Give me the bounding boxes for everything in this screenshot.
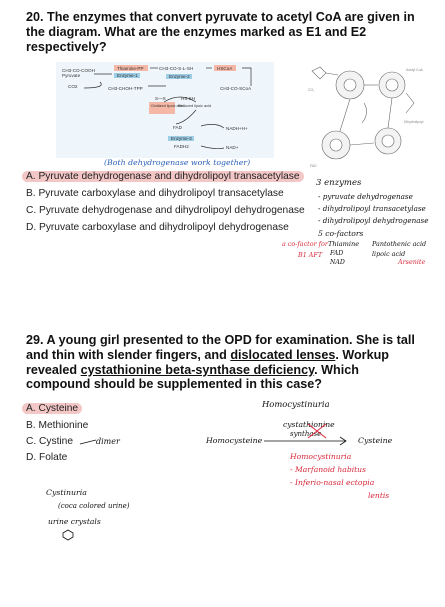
diagram-reduced-lipoic: Reduced lipoic acid [178, 104, 211, 108]
diagram-acetyl-lipoic: CH3-CO-S-L-SH [159, 66, 193, 71]
diagram-pyruvate-name: Pyruvate [62, 73, 81, 78]
note-b1-aft: B1 AFT [298, 251, 323, 259]
note-enzyme-3: - dihydrolipoyl dehydrogenase [318, 216, 429, 225]
q20-option-b[interactable]: B. Pyruvate carboxylase and dihydrolipoy… [26, 188, 284, 199]
note-thiamine: Thiamine [328, 240, 360, 248]
diagram-enzyme2: Enzyme-2 [169, 74, 190, 79]
q29-option-d[interactable]: D. Folate [26, 452, 68, 463]
diagram-nad: NAD+ [226, 145, 239, 150]
dimer-arrow [79, 439, 97, 445]
q20-option-a-text: A. Pyruvate dehydrogenase and dihydrolip… [22, 171, 304, 182]
hexagon-crystal-icon [62, 529, 74, 541]
diagram-tpp: Thiamine-PP [117, 66, 144, 71]
diagram-s-s: S—S [155, 96, 166, 101]
pdh-pathway-diagram: CH3-CO-COOH Pyruvate Thiamine-PP Enzyme-… [56, 62, 274, 158]
diagram-fad: FAD [173, 125, 183, 130]
q20-option-a[interactable]: A. Pyruvate dehydrogenase and dihydrolip… [22, 171, 304, 182]
note-fad: FAD [330, 250, 344, 257]
q29-option-b[interactable]: B. Methionine [26, 420, 89, 431]
diagram-hydroxy-tpp: CH3-CHOH-TPP [108, 86, 143, 91]
diagram-oxidized-lipoic: Oxidized lipoic acid [151, 104, 184, 108]
note-homocystinuria-red: Homocystinuria [290, 452, 352, 461]
question-29-title: 29. A young girl presented to the OPD fo… [26, 333, 415, 392]
note-cystinuria: Cystinuria [46, 488, 87, 497]
note-three-enzymes: 3 enzymes [316, 178, 362, 188]
pdh-complex-structure-figure: CO₂ Acetyl CoA Dihydrolipoyl FAD [308, 66, 424, 168]
svg-text:Dihydrolipoyl: Dihydrolipoyl [404, 120, 424, 124]
note-both-dehydrogenase: (Both dehydrogenase work together) [104, 158, 251, 167]
note-ectopia-2: lentis [368, 491, 390, 500]
q29-option-c[interactable]: C. Cystine [26, 436, 73, 447]
diagram-pyruvate-formula: CH3-CO-COOH [62, 68, 95, 73]
note-cysteine: Cysteine [358, 436, 393, 445]
svg-text:Acetyl CoA: Acetyl CoA [406, 68, 424, 72]
note-five-cofactors: 5 co-factors [318, 229, 364, 238]
conversion-arrow [264, 436, 347, 446]
svg-text:CO₂: CO₂ [308, 88, 315, 92]
diagram-nadh: NADH+H+ [226, 126, 248, 131]
svg-text:FAD: FAD [310, 164, 317, 168]
note-enzyme-2: - dihydrolipoyl transacetylase [318, 204, 426, 213]
q29-option-a-text: A. Cysteine [22, 403, 83, 414]
diagram-fadh2: FADH2 [174, 144, 189, 149]
diagram-enzyme1: Enzyme-1 [117, 73, 138, 78]
note-homocystinuria-heading: Homocystinuria [262, 399, 330, 409]
note-cofactor-for: a co-factor for [282, 240, 328, 248]
q20-option-c[interactable]: C. Pyruvate dehydrogenase and dihydrolip… [26, 205, 305, 216]
q29-option-a[interactable]: A. Cysteine [22, 403, 83, 414]
note-pantothenic: Pantothenic acid [372, 240, 427, 248]
note-urine-crystals: urine crystals [48, 517, 101, 526]
note-homocysteine: Homocysteine [206, 436, 263, 445]
note-marfanoid: - Marfanoid habitus [290, 465, 366, 474]
note-lipoic: lipoic acid [372, 250, 406, 258]
q20-option-d[interactable]: D. Pyruvate carboxylase and dihydrolipoy… [26, 222, 289, 233]
note-nad: NAD [330, 259, 345, 266]
note-enzyme-1: - pyruvate dehydrogenase [318, 192, 413, 201]
diagram-enzyme3: Enzyme-3 [171, 136, 192, 141]
note-synthase: synthase [290, 430, 322, 438]
diagram-acetyl-coa: CH3-CO-SCoA [220, 86, 252, 91]
diagram-hscoa: HSCoA [217, 66, 233, 71]
note-coca-urine: (coca colored urine) [58, 502, 130, 510]
question-20-title: 20. The enzymes that convert pyruvate to… [26, 10, 415, 54]
crossed-out-mark [307, 423, 327, 439]
note-arsenite: Arsenite [398, 258, 426, 266]
note-dimer: dimer [96, 437, 120, 446]
diagram-co2: CO2 [68, 84, 78, 89]
note-ectopia-1: - Inferio-nasal ectopia [290, 478, 375, 487]
